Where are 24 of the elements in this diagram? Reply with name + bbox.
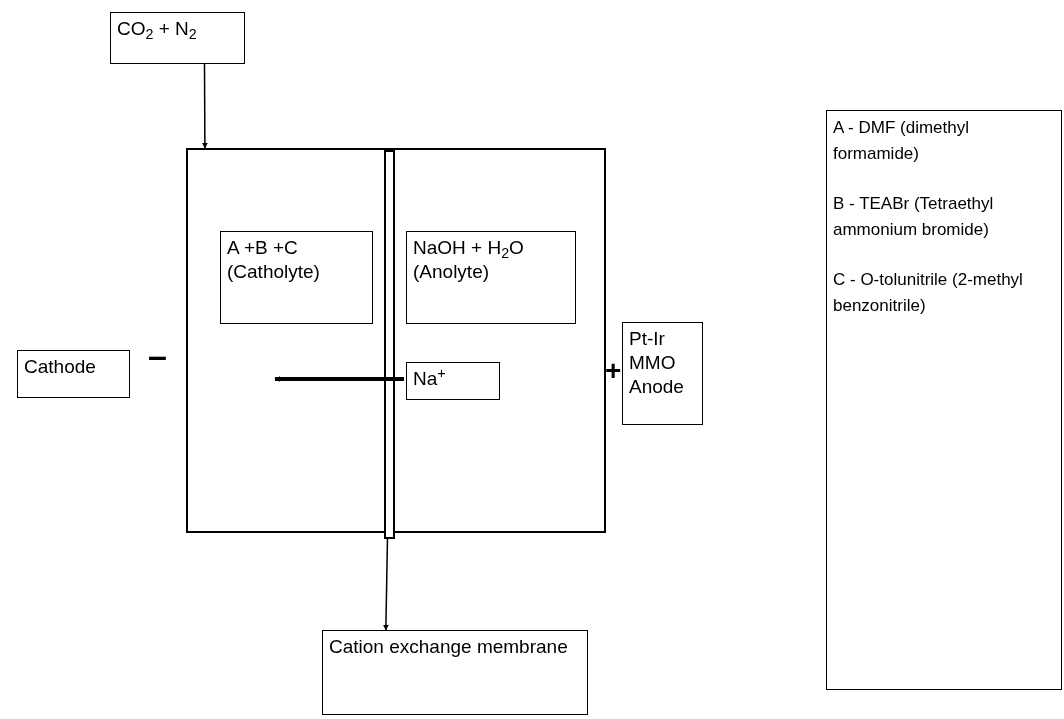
box-text: A - DMF (dimethyl formamide): [833, 117, 971, 165]
arrow: [274, 376, 404, 382]
text-box: [220, 231, 373, 324]
box-text: Cation exchange membrane: [329, 635, 569, 659]
box-text: Na$^{+}$: [413, 367, 447, 391]
text-box: [622, 322, 703, 425]
polarity-sign: +: [605, 357, 622, 385]
text-box: [826, 110, 1062, 690]
arrow: [201, 63, 208, 149]
text-box: [322, 630, 588, 715]
box-text: NaOH + H$_{2}$O (Anolyte): [413, 236, 525, 284]
box-text: Cathode: [24, 355, 97, 379]
text-box: [406, 231, 576, 324]
polarity-sign: –: [148, 338, 167, 372]
text-box: [17, 350, 130, 398]
box-text: A +B +C (Catholyte): [227, 236, 321, 284]
arrow: [382, 536, 389, 631]
membrane-bar: [384, 150, 395, 539]
box-text: CO$_{2}$ + N$_{2}$: [117, 17, 198, 41]
text-box: [110, 12, 245, 64]
box-text: B - TEABr (Tetraethyl ammonium bromide): [833, 193, 995, 241]
box-text: Pt-Ir MMO Anode: [629, 327, 685, 399]
box-text: C - O-tolunitrile (2-methyl benzonitrile): [833, 269, 1024, 317]
text-box: [406, 362, 500, 400]
